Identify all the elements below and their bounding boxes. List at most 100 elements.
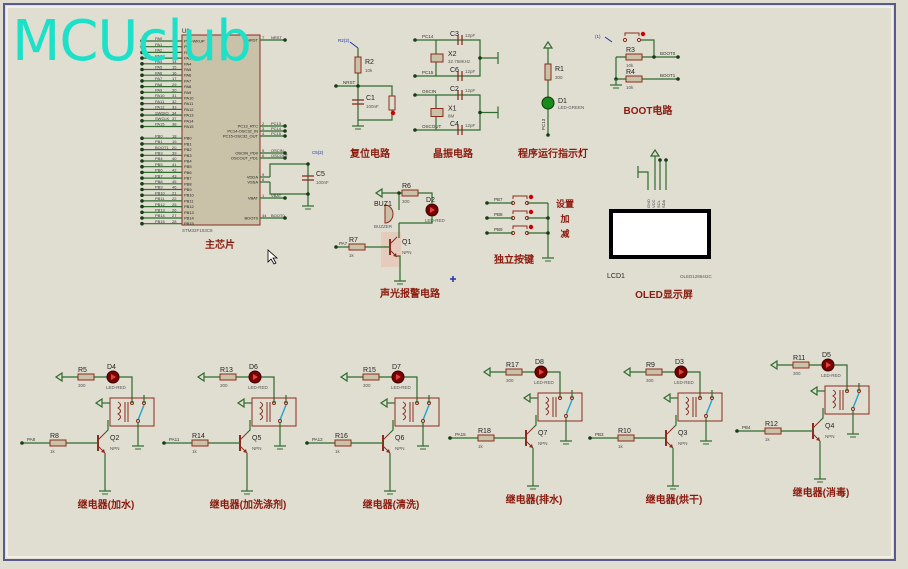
button-state-indicator — [528, 194, 534, 200]
junction-dot — [140, 136, 144, 140]
pin-name: PB8 — [184, 181, 192, 186]
component-value: 8M — [448, 114, 455, 119]
component-ref: Q4 — [825, 423, 834, 430]
net-label: PA8 — [155, 82, 163, 87]
junction-dot — [140, 176, 144, 180]
pin-name: NRST — [247, 38, 258, 43]
resistor-icon — [362, 373, 380, 381]
pin-name: PA2 — [184, 50, 192, 55]
mouse-cursor-icon — [267, 249, 279, 265]
net-label: BOOT0 — [660, 51, 676, 56]
component-ref: R7 — [349, 237, 358, 244]
component-value: 300 — [220, 383, 228, 388]
net-label: PC13 — [541, 118, 546, 130]
pin-number: 30 — [172, 88, 177, 93]
component-ref: C4 — [450, 121, 459, 128]
component-ref: U1 — [182, 29, 190, 35]
net-label: PB8 — [494, 212, 503, 217]
power-terminal-icon — [662, 392, 671, 404]
sheet-border — [3, 3, 896, 561]
junction-dot — [305, 441, 309, 445]
section-title: 主芯片 — [205, 238, 235, 251]
pin-number: 44 — [262, 213, 267, 218]
junction-dot — [664, 158, 668, 162]
wire — [638, 171, 649, 190]
pin-number: 3 — [262, 126, 265, 131]
relay-switch-contact — [422, 404, 430, 421]
transistor-collector — [812, 420, 821, 429]
pin-name: PA4 — [184, 61, 192, 66]
pin-name: PA6 — [184, 73, 192, 78]
net-label: PB4 — [742, 425, 751, 430]
pin-name: VSSA — [247, 180, 258, 185]
component-ref: D5 — [822, 352, 831, 359]
component-ref: R15 — [363, 367, 376, 374]
transistor-collector — [97, 432, 106, 441]
pin-number: 38 — [172, 122, 177, 127]
component-value: 10k — [626, 63, 634, 68]
net-label: PB15 — [155, 219, 166, 224]
component-ref: LCD1 — [607, 273, 625, 280]
net-label: PA0 — [155, 36, 163, 41]
relay-icon — [109, 397, 155, 427]
component-ref: C6 — [450, 67, 459, 74]
wire — [269, 182, 308, 195]
button-contact — [510, 215, 516, 221]
component-value: LED-RED — [534, 380, 555, 385]
section-title: 继电器(排水) — [506, 493, 563, 506]
pin-number: 12 — [172, 48, 177, 53]
led-diode-glyph — [679, 369, 684, 375]
net-label: OSCIN — [271, 148, 284, 153]
pin-name: OSCOUT_PD1 — [231, 156, 259, 161]
section-title: 晶振电路 — [433, 147, 474, 160]
pin-name: PB4 — [184, 159, 192, 164]
component-value: NPN — [252, 446, 262, 451]
component-ref: R16 — [335, 433, 348, 440]
oled-pin-label: VCC — [651, 199, 656, 208]
junction-dot — [140, 79, 144, 83]
power-terminal-icon — [522, 392, 531, 404]
resistor-icon — [354, 56, 362, 74]
power-terminal-icon — [622, 366, 631, 378]
component-value: 1k — [478, 444, 484, 449]
wire — [358, 85, 393, 96]
section-title: 继电器(清洗) — [363, 498, 420, 511]
junction-dot — [140, 216, 144, 220]
wire — [556, 371, 561, 398]
junction-dot — [140, 210, 144, 215]
net-label: PA11 — [155, 99, 165, 104]
wire — [532, 415, 537, 429]
wire — [270, 376, 275, 403]
resistor-icon — [348, 243, 366, 251]
transistor-collector — [665, 427, 674, 436]
component-ref: X2 — [448, 51, 457, 58]
crystal-icon — [430, 53, 444, 63]
junction-dot — [283, 124, 287, 128]
resistor-icon — [191, 439, 209, 447]
net-label: PB5 — [155, 162, 163, 167]
button-state-indicator — [390, 110, 396, 116]
net-label: PB11 — [155, 196, 165, 201]
pin-name: PB7 — [184, 176, 192, 181]
oled-screen[interactable] — [609, 209, 711, 259]
net-label: PB9 — [155, 185, 163, 190]
net-label: PA3 — [155, 53, 163, 58]
pin-number: 16 — [172, 70, 177, 75]
pin-name: PB14 — [184, 216, 195, 221]
component-value: 300 — [78, 383, 86, 388]
component-value: NPN — [678, 441, 688, 446]
power-terminal-icon — [769, 359, 778, 371]
junction-dot — [140, 113, 144, 117]
junction-dot — [283, 134, 287, 138]
net-label: PB0 — [155, 133, 163, 138]
component-value: 1k — [192, 449, 198, 454]
junction-dot — [485, 231, 489, 235]
pin-name: VBAT — [248, 196, 259, 201]
net-label: PA1 — [155, 42, 163, 47]
pin-number: 45 — [172, 179, 177, 184]
pin-number: 32 — [172, 99, 177, 104]
